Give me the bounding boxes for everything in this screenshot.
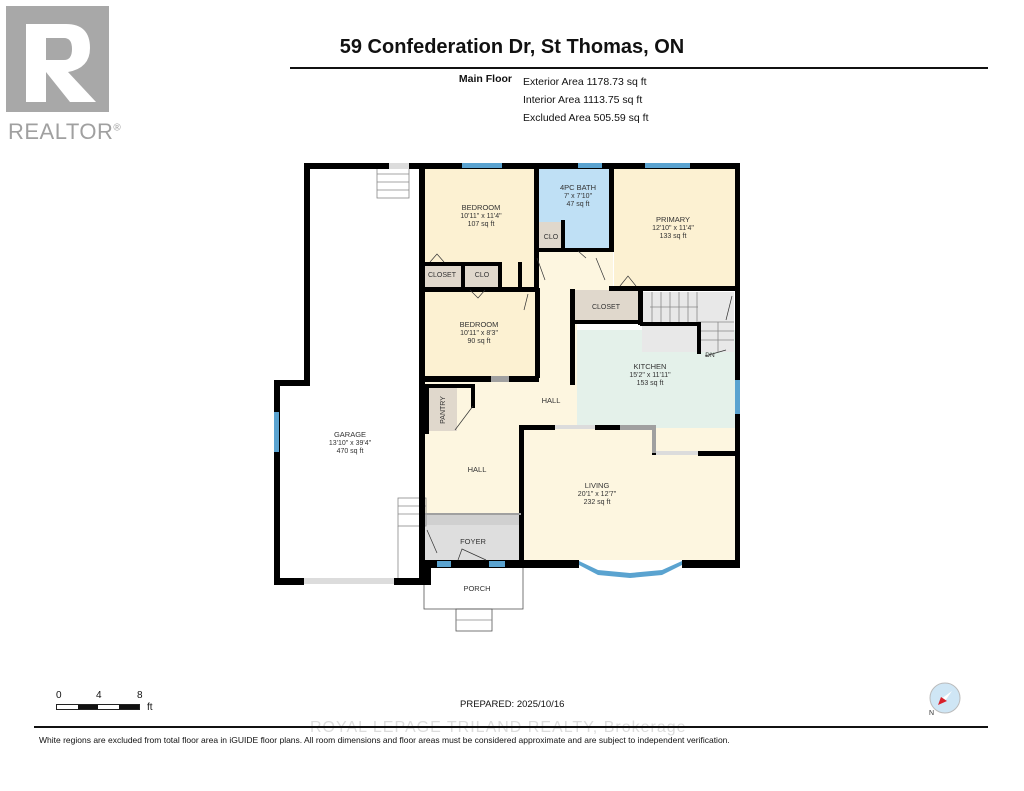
bedroom1-area-text: 107 sq ft: [468, 221, 495, 228]
primary-dims: 12'10" x 11'4": [652, 225, 694, 232]
living-area-text: 232 sq ft: [584, 499, 611, 506]
doors: [426, 250, 733, 561]
room-labels: BEDROOM 10'11" x 11'4" 107 sq ft 4PC BAT…: [329, 183, 715, 593]
prepared-date: PREPARED: 2025/10/16: [460, 699, 565, 710]
interior-area: Interior Area 1113.75 sq ft: [523, 94, 643, 106]
openings: [425, 376, 656, 515]
windows: [274, 163, 740, 578]
realtor-wordmark: REALTOR®: [8, 119, 121, 145]
closet1-name: CLOSET: [428, 272, 457, 279]
excluded-area: Excluded Area 505.59 sq ft: [523, 112, 649, 124]
scale-unit: ft: [147, 702, 153, 713]
bedroom2-area: [421, 292, 537, 376]
scale-ticks: 0 4 8: [56, 690, 156, 702]
stairs-down-label: DN: [705, 352, 715, 359]
primary-area-text: 133 sq ft: [660, 233, 687, 240]
disclaimer-text: White regions are excluded from total fl…: [39, 735, 730, 745]
closet2-area: [573, 290, 639, 322]
bath-dims: 7' x 7'10": [564, 193, 593, 200]
scale-tick-0: 0: [56, 690, 62, 701]
bath-name: 4PC BATH: [560, 183, 596, 192]
kitchen-area-text: 153 sq ft: [637, 380, 664, 387]
bedroom1-name: BEDROOM: [462, 203, 501, 212]
scale-tick-4: 4: [96, 690, 102, 701]
floor-label: Main Floor: [458, 73, 512, 85]
realtor-logo: REALTOR®: [6, 6, 121, 144]
living-dims: 20'1" x 12'7": [578, 491, 617, 498]
scale-tick-8: 8: [137, 690, 143, 701]
living-area: [523, 428, 735, 560]
registered-mark: ®: [113, 122, 122, 134]
door-openings: [304, 163, 698, 584]
realtor-r-icon: [6, 6, 109, 112]
closet2-name: CLOSET: [592, 304, 621, 311]
clo1-area: [465, 265, 499, 287]
primary-name: PRIMARY: [656, 215, 690, 224]
bedroom2-name: BEDROOM: [460, 320, 499, 329]
foyer-name: FOYER: [460, 537, 486, 546]
footer-divider: [34, 726, 988, 728]
clo2-name: CLO: [544, 234, 559, 241]
hall-upper-name: HALL: [542, 396, 561, 405]
page-title: 59 Confederation Dr, St Thomas, ON: [339, 36, 685, 58]
clo1-name: CLO: [475, 272, 490, 279]
hall-lower-name: HALL: [468, 465, 487, 474]
hall-lower-area: [425, 425, 521, 515]
garage-name: GARAGE: [334, 430, 366, 439]
bedroom2-area-text: 90 sq ft: [468, 338, 491, 345]
clo2-area: [539, 222, 563, 248]
bedroom2-dims: 10'11" x 8'3": [460, 330, 498, 337]
garage-area-text: 470 sq ft: [337, 448, 364, 455]
bedroom1-dims: 10'11" x 11'4": [460, 213, 502, 220]
scale-graphic: [56, 704, 140, 710]
kitchen-name: KITCHEN: [634, 362, 667, 371]
title-divider: [290, 67, 988, 69]
garage-dims: 13'10" x 39'4": [329, 440, 372, 447]
area-summary: Exterior Area 1178.73 sq ft Interior Are…: [523, 73, 649, 127]
pantry-name: PANTRY: [440, 396, 447, 424]
pantry-area: [429, 387, 457, 431]
compass-north-label: N: [929, 710, 934, 715]
kitchen-dims: 15'2" x 11'11": [629, 372, 671, 379]
hall-top-area: [537, 250, 613, 290]
living-name: LIVING: [585, 481, 610, 490]
foyer-step: [425, 515, 521, 525]
porch-name: PORCH: [463, 584, 490, 593]
primary-area: [614, 168, 735, 288]
logo-text: REALTOR: [8, 119, 114, 144]
bath-area-text: 47 sq ft: [567, 201, 590, 208]
room-fills: [421, 168, 735, 560]
exterior-area: Exterior Area 1178.73 sq ft: [523, 76, 647, 88]
compass-icon: N: [929, 682, 961, 715]
closet1-area: [421, 265, 461, 287]
